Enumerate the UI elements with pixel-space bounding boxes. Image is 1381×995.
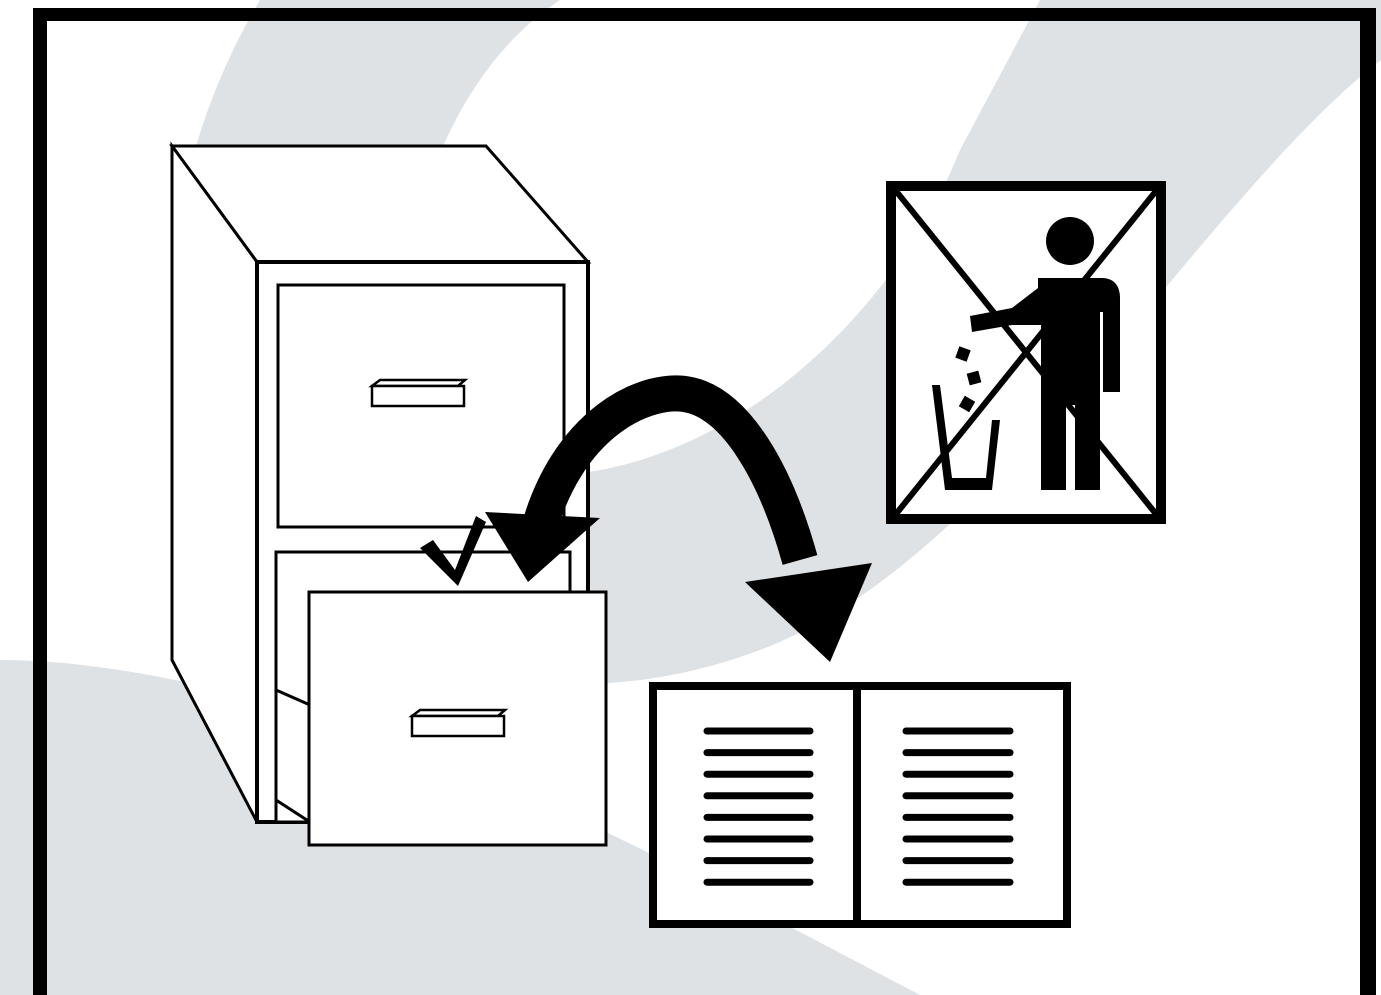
open-book-icon [653,686,1067,924]
bottom-drawer-handle [412,710,505,736]
top-drawer-handle [372,380,465,406]
no-littering-icon [891,186,1161,519]
